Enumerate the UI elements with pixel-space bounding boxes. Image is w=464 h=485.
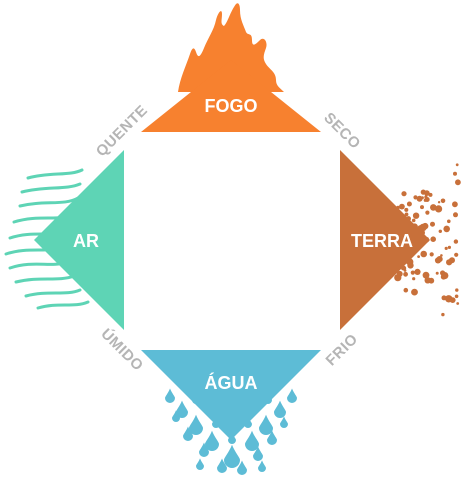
earth-particle-icon	[455, 163, 459, 167]
water-drop-icon	[217, 458, 227, 473]
earth-particle-icon	[407, 262, 414, 269]
earth-particle-icon	[455, 179, 461, 186]
air-label: AR	[73, 231, 99, 251]
earth-particle-icon	[453, 212, 458, 218]
earth-particle-icon	[443, 225, 451, 233]
earth-particle-icon	[456, 302, 460, 305]
earth-particle-icon	[396, 270, 403, 277]
water-triangle	[141, 350, 321, 440]
earth-particle-icon	[430, 204, 437, 211]
earth-particle-icon	[420, 250, 428, 258]
water-drop-icon	[172, 410, 180, 422]
water-drop-icon	[224, 444, 240, 468]
earth-particle-icon	[406, 201, 412, 207]
earth-particle-icon	[424, 190, 430, 196]
earth-particle-icon	[424, 277, 431, 284]
earth-particle-icon	[436, 256, 443, 263]
water-drops-icon	[165, 388, 297, 475]
earth-particle-icon	[424, 273, 428, 277]
quality-wet: ÚMIDO	[97, 325, 147, 375]
earth-particle-icon	[446, 259, 453, 266]
earth-particle-icon	[401, 191, 407, 197]
fire-label: FOGO	[205, 96, 258, 116]
earth-particle-icon	[420, 205, 424, 210]
water-element: ÁGUA	[141, 350, 321, 475]
water-drop-icon	[280, 416, 288, 428]
earth-particle-icon	[425, 210, 430, 215]
air-triangle	[34, 150, 124, 330]
earth-particle-icon	[447, 219, 451, 224]
quality-cold: FRIO	[323, 331, 362, 370]
earth-particle-icon	[413, 195, 418, 200]
earth-particle-icon	[438, 229, 442, 233]
earth-particle-icon	[422, 225, 425, 228]
earth-particle-icon	[454, 252, 459, 257]
earth-particle-icon	[435, 271, 439, 275]
water-drop-icon	[274, 400, 286, 418]
earth-particle-icon	[452, 201, 458, 208]
earth-particle-icon	[410, 270, 415, 275]
water-drop-icon	[245, 430, 259, 451]
earth-particle-icon	[412, 212, 420, 219]
earth-particle-icon	[403, 269, 407, 272]
water-drop-icon	[253, 446, 263, 461]
earth-particle-icon	[435, 205, 443, 213]
earth-particle-icon	[423, 198, 428, 202]
fire-element: FOGO	[141, 3, 321, 132]
water-drop-icon	[165, 388, 175, 403]
water-drop-icon	[199, 442, 209, 457]
earth-particle-icon	[441, 312, 445, 317]
earth-particle-icon	[453, 239, 459, 244]
earth-particle-icon	[430, 236, 437, 242]
earth-particle-icon	[404, 212, 409, 217]
water-drop-icon	[259, 414, 273, 435]
water-drop-icon	[189, 414, 203, 435]
water-drop-icon	[205, 430, 219, 451]
water-drop-icon	[258, 460, 266, 472]
earth-particle-icon	[440, 254, 443, 257]
earth-particle-icon	[404, 207, 409, 212]
earth-particle-icon	[411, 218, 416, 223]
earth-particle-icon	[454, 294, 459, 299]
earth-triangle	[340, 150, 430, 330]
earth-particle-icon	[430, 221, 435, 227]
earth-particle-icon	[453, 171, 457, 176]
water-drop-icon	[287, 388, 297, 403]
earth-particle-icon	[445, 295, 453, 303]
earth-particle-icon	[440, 198, 446, 204]
fire-flames-icon	[178, 3, 284, 92]
earth-label: TERRA	[351, 231, 413, 251]
earth-particle-icon	[437, 201, 441, 204]
water-drop-icon	[176, 400, 188, 418]
earth-particle-icon	[429, 252, 434, 257]
earth-particle-icon	[411, 288, 418, 296]
air-element: AR	[4, 150, 124, 330]
water-label: ÁGUA	[205, 372, 258, 393]
earth-element: TERRA	[340, 150, 461, 330]
earth-particle-icon	[399, 203, 405, 210]
quality-dry: SECO	[320, 109, 363, 152]
earth-particle-icon	[417, 255, 420, 258]
earth-particle-icon	[440, 274, 447, 280]
water-drop-icon	[267, 430, 277, 445]
fire-triangle	[141, 60, 321, 132]
earth-particle-icon	[403, 271, 408, 277]
water-drop-icon	[196, 458, 204, 470]
earth-particle-icon	[455, 288, 459, 292]
earth-particle-icon	[444, 246, 448, 250]
earth-particle-icon	[412, 277, 416, 281]
air-wind-icon	[4, 168, 90, 310]
earth-particle-icon	[403, 287, 409, 293]
earth-particle-icon	[414, 268, 421, 275]
earth-particle-icon	[416, 195, 423, 202]
water-drop-icon	[183, 426, 193, 441]
earth-particle-icon	[424, 195, 428, 199]
water-drop-icon	[237, 460, 247, 475]
earth-particle-icon	[447, 245, 451, 249]
earth-particle-icon	[441, 295, 447, 301]
